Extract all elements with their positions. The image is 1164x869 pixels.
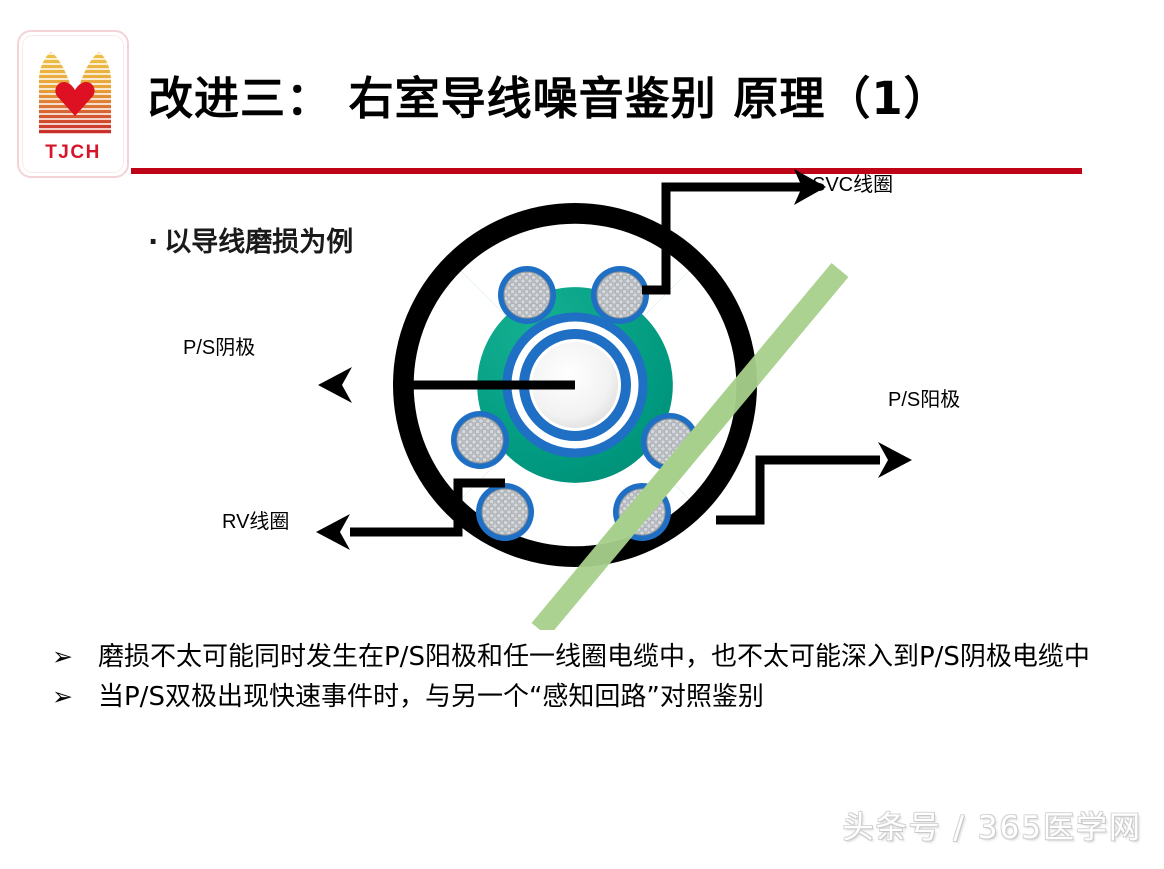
- list-item-text: 当P/S双极出现快速事件时，与另一个“感知回路”对照鉴别: [98, 682, 764, 712]
- cable-bundle-top-right: [591, 266, 649, 324]
- connector-rv: [350, 478, 505, 537]
- logo-mark-icon: [39, 52, 111, 134]
- connector-svc: [642, 182, 802, 295]
- cable-bundle-left-upper: [451, 411, 509, 469]
- key-points-list: ➢ 磨损不太可能同时发生在P/S阳极和任一线圈电缆中，也不太可能深入到P/S阴极…: [52, 638, 1132, 718]
- page-title: 改进三： 右室导线噪音鉴别 原理（1）: [148, 72, 950, 125]
- list-item-marker: ➢: [52, 682, 73, 711]
- callout-connectors: [350, 182, 880, 537]
- lead-cross-section-diagram: [316, 169, 912, 630]
- lead-bullet-text: 以导线磨损为例: [164, 227, 354, 258]
- cable-bundle-top-left: [498, 266, 556, 324]
- logo-inner-border: [22, 35, 124, 173]
- lumen-top: [461, 223, 689, 385]
- arrowhead-svc-icon: [794, 169, 826, 205]
- callout-label-ps-anode: P/S阳极: [888, 389, 961, 411]
- callout-label-ps-cathode: P/S阴极: [183, 337, 256, 359]
- list-item-text: 磨损不太可能同时发生在P/S阳极和任一线圈电缆中，也不太可能深入到P/S阴极电缆…: [98, 642, 1090, 672]
- heart-icon: [55, 82, 95, 116]
- list-item: ➢ 当P/S双极出现快速事件时，与另一个“感知回路”对照鉴别: [52, 678, 1132, 716]
- watermark: 头条号 / 365医学网: [842, 810, 1142, 846]
- arrowhead-rv-icon: [316, 514, 350, 550]
- logo-wordmark: TJCH: [45, 142, 101, 163]
- lead-bullet: ·以导线磨损为例: [148, 220, 353, 259]
- lead-bullet-marker: ·: [148, 227, 159, 258]
- connector-ps-anode: [716, 455, 880, 525]
- callout-arrowheads: [316, 169, 912, 550]
- title-divider: [131, 168, 1082, 174]
- center-lumen: [502, 312, 648, 458]
- arrowhead-ps-cathode-icon: [318, 367, 352, 403]
- callout-label-svc: SVC线圈: [812, 174, 894, 196]
- arrowhead-ps-anode-icon: [878, 442, 912, 478]
- list-item-marker: ➢: [52, 642, 73, 671]
- cable-bundle-left-lower: [476, 483, 534, 541]
- abrasion-stripe: [531, 262, 849, 630]
- callout-label-rv: RV线圈: [222, 511, 290, 533]
- list-item: ➢ 磨损不太可能同时发生在P/S阳极和任一线圈电缆中，也不太可能深入到P/S阴极…: [52, 638, 1132, 676]
- tjch-logo: TJCH: [17, 30, 129, 178]
